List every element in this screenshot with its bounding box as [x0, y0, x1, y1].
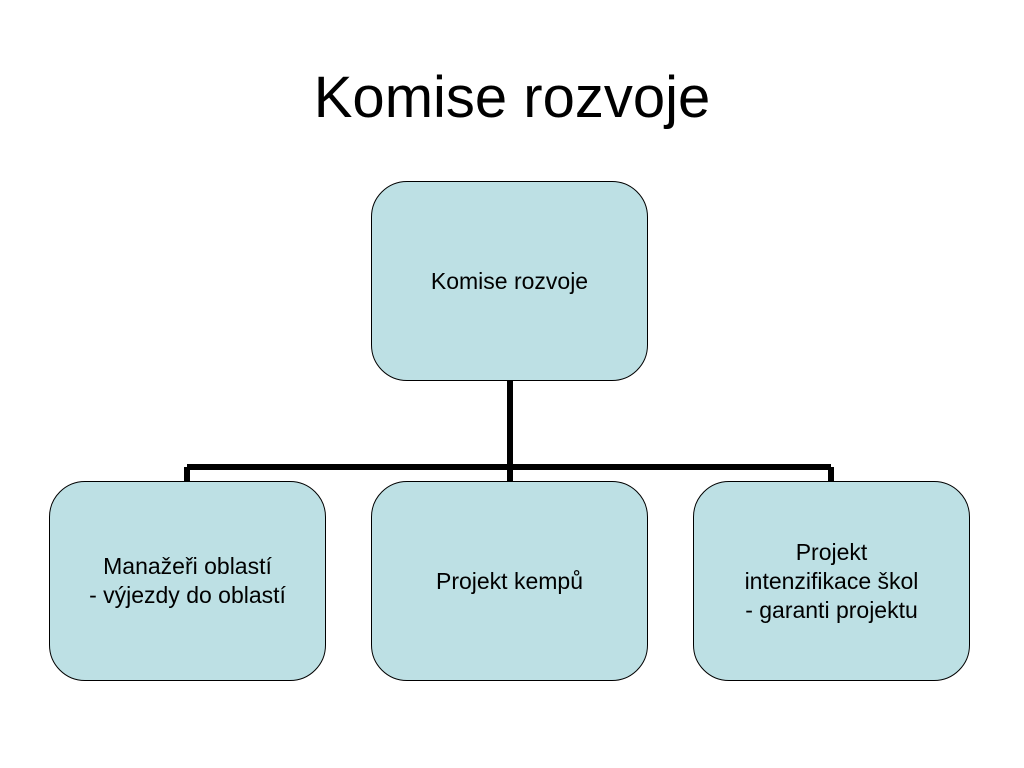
node-komise-rozvoje: Komise rozvoje — [371, 181, 648, 381]
node-projekt-intenzifikace-skol: Projekt intenzifikace škol - garanti pro… — [693, 481, 970, 681]
slide-title: Komise rozvoje — [313, 65, 711, 130]
node-projekt-kempu: Projekt kempů — [371, 481, 648, 681]
node-manazeri-oblasti: Manažeři oblastí - výjezdy do oblastí — [49, 481, 326, 681]
